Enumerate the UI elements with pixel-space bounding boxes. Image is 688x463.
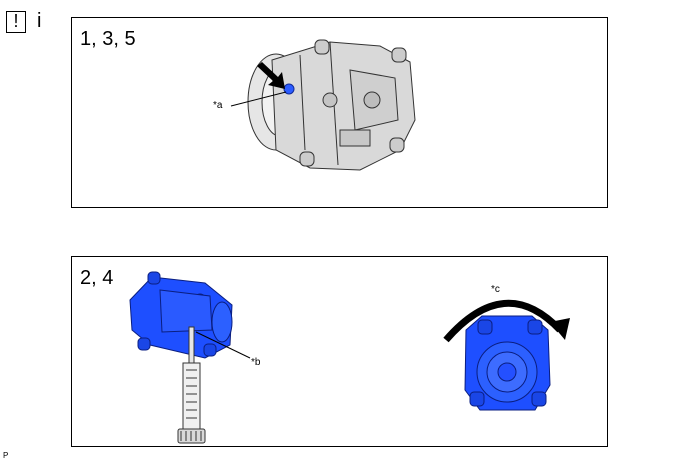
callout-b-leader [195,331,251,359]
rotation-arrowhead-icon [550,318,570,340]
callout-c: *c [491,284,500,295]
caution-icon: ! [6,11,26,33]
callout-a: *a [213,100,223,111]
step-label-1: 1, 3, 5 [80,28,136,50]
compressor-gray-illustration [247,39,416,171]
compressor-blue-illustration [129,271,233,359]
black-arrow-icon [257,62,285,89]
rotation-arc [443,299,563,343]
callout-b: *b [251,357,261,368]
info-icon: i [37,10,42,32]
callout-a-leader [230,91,287,107]
figure-code: P [3,451,9,460]
step-label-2: 2, 4 [80,267,114,289]
compressor-front-view-illustration [464,315,551,411]
port-highlight [283,83,295,95]
measuring-tool-illustration [177,326,206,444]
